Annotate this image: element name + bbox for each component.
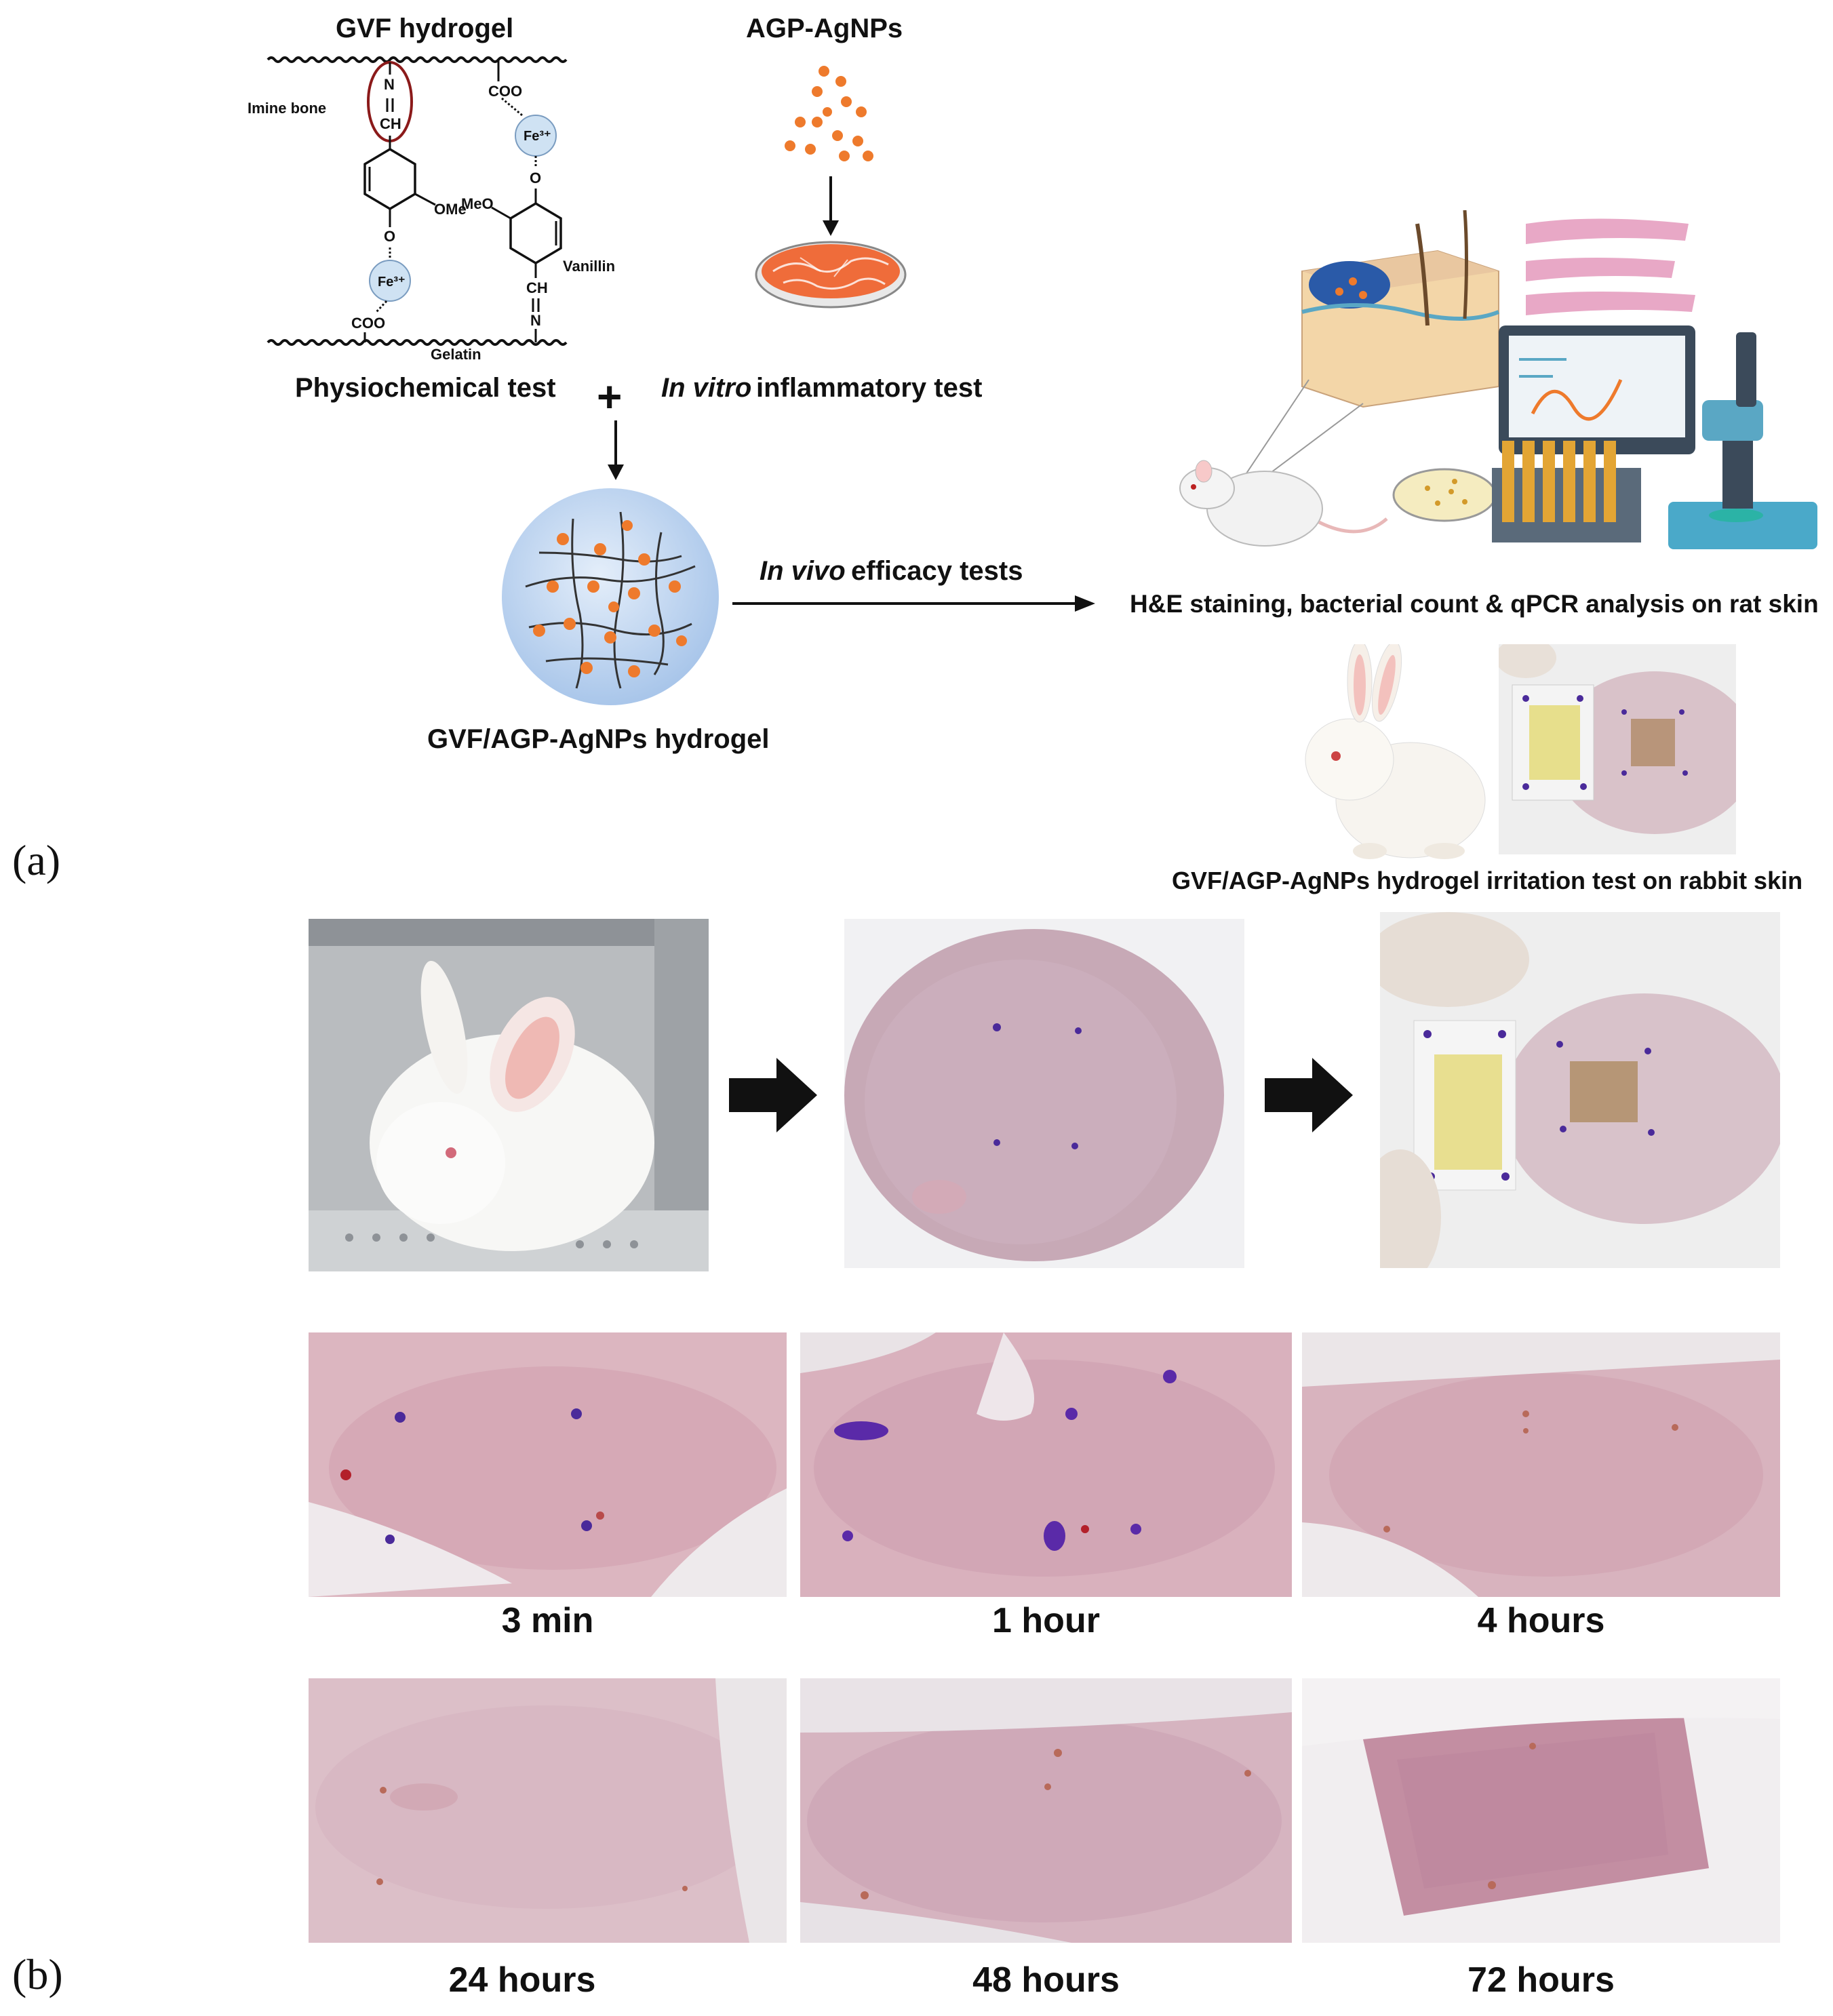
- down-arrow-agnps: [817, 176, 844, 237]
- panel-b-letter: (b): [12, 1950, 63, 1998]
- agp-agnps-title: AGP-AgNPs: [746, 14, 903, 43]
- ome-label: OMe: [434, 201, 467, 218]
- imine-bone-label: Imine bone: [248, 100, 327, 117]
- skin-photo-72hours: [1302, 1678, 1780, 1943]
- time-label-48hours: 48 hours: [972, 1960, 1120, 2000]
- gvf-hydrogel-title: GVF hydrogel: [336, 14, 514, 43]
- n-atom-2: N: [530, 312, 541, 329]
- hydrogel-applied-photo: [1380, 912, 1780, 1268]
- panel-a-letter: (a): [12, 836, 61, 884]
- plus-sign: +: [597, 372, 623, 421]
- process-arrow-2: [1261, 1058, 1356, 1132]
- rabbit-illustration: [1288, 640, 1492, 868]
- rat-study-illustration: [1146, 210, 1824, 570]
- time-label-24hours: 24 hours: [448, 1960, 596, 2000]
- down-arrow-combine: [602, 420, 629, 481]
- invivo-label-rest: efficacy tests: [851, 556, 1023, 586]
- invitro-label-rest: inflammatory test: [756, 373, 983, 403]
- rabbit-caption: GVF/AGP-AgNPs hydrogel irritation test o…: [1172, 867, 1803, 894]
- hydrogel-sphere: [498, 485, 722, 709]
- time-label-1hour: 1 hour: [992, 1601, 1100, 1640]
- gelatin-label: Gelatin: [431, 346, 481, 363]
- hydrogel-label: GVF/AGP-AgNPs hydrogel: [427, 724, 770, 754]
- coo-bottom: COO: [351, 315, 386, 332]
- process-arrow-1: [726, 1058, 821, 1132]
- fe-left: Fe³⁺: [378, 275, 406, 290]
- shaved-skin-photo: [844, 919, 1244, 1268]
- invitro-label-italic: In vitro: [661, 373, 752, 403]
- meo-label: MeO: [461, 195, 494, 212]
- o-top: O: [530, 170, 542, 186]
- rabbit-irritation-photo: [1499, 644, 1736, 854]
- skin-photo-4hours: [1302, 1332, 1780, 1597]
- rat-caption: H&E staining, bacterial count & qPCR ana…: [1130, 590, 1819, 618]
- agnps-particles: [780, 61, 882, 176]
- skin-photo-1hour: [800, 1332, 1292, 1597]
- fe-top: Fe³⁺: [524, 129, 551, 144]
- invivo-arrow: [732, 590, 1099, 617]
- n-atom: N: [384, 76, 395, 93]
- ch-group: CH: [380, 115, 401, 132]
- petri-dish-culture: [753, 234, 909, 312]
- skin-photo-3min: [309, 1332, 787, 1597]
- o-left: O: [384, 228, 396, 245]
- time-label-3min: 3 min: [501, 1601, 594, 1640]
- skin-photo-48hours: [800, 1678, 1292, 1943]
- invivo-label-italic: In vivo: [760, 556, 846, 586]
- time-label-4hours: 4 hours: [1477, 1601, 1605, 1640]
- coo-top: COO: [488, 83, 523, 100]
- ch-group-2: CH: [526, 279, 548, 296]
- physiochemical-test-label: Physiochemical test: [295, 373, 556, 403]
- vanillin-label: Vanillin: [563, 258, 616, 275]
- rabbit-in-cage-photo: [309, 919, 709, 1271]
- skin-photo-24hours: [309, 1678, 787, 1943]
- time-label-72hours: 72 hours: [1467, 1960, 1615, 2000]
- gvf-structure: Imine bone N CH COO Fe³⁺ O OMe MeO Vanil…: [248, 14, 617, 380]
